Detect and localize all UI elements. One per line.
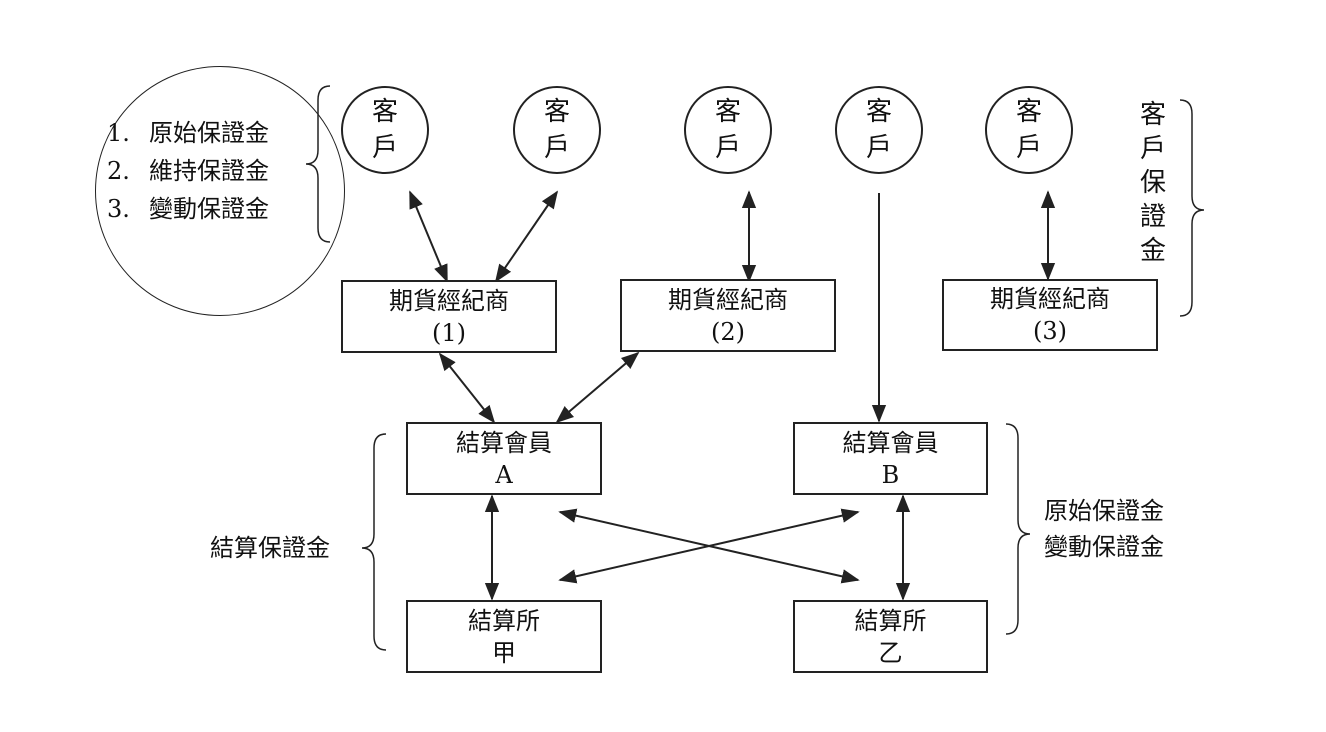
client-label: 戶 xyxy=(371,133,398,163)
broker-name: 期貨經紀商 xyxy=(990,285,1110,313)
brace-member-margin xyxy=(1005,423,1031,635)
clearing-house-jia: 結算所甲 xyxy=(406,600,602,673)
client-label: 客 xyxy=(371,97,398,127)
broker-box-2: 期貨經紀商 (2) xyxy=(620,279,836,352)
broker-name: 期貨經紀商 xyxy=(668,285,788,314)
client-margin-label: 客 戶 保 證 金 xyxy=(1138,98,1168,268)
client-label: 客 xyxy=(1015,97,1042,127)
house-name: 結算所 xyxy=(854,606,927,635)
brace-client-margin xyxy=(1179,99,1205,317)
client-node-3: 客戶 xyxy=(684,86,772,174)
clearing-house-yi: 結算所乙 xyxy=(793,600,988,673)
arrow-client1-broker1 xyxy=(409,190,448,283)
arrow-houseJia-memberB xyxy=(558,508,860,584)
house-id: 甲 xyxy=(492,638,516,667)
item-label: 維持保證金 xyxy=(149,157,269,185)
broker-id: (1) xyxy=(432,318,466,347)
member-name: 結算會員 xyxy=(456,428,552,457)
client-label: 客 xyxy=(543,97,570,127)
margin-types-list: 1. 原始保證金 2. 維持保證金 3. 變動保證金 xyxy=(107,114,269,228)
vchar: 戶 xyxy=(1139,134,1166,164)
clearing-member-B: 結算會員 B xyxy=(793,422,988,495)
margin-type-item: 3. 變動保證金 xyxy=(107,190,269,228)
vchar: 客 xyxy=(1139,100,1166,130)
broker-box-3: 期貨經紀商 (3) xyxy=(942,279,1158,351)
clearing-margin-label: 結算保證金 xyxy=(210,534,330,562)
house-name: 結算所 xyxy=(468,606,540,635)
vchar: 保 xyxy=(1139,168,1166,198)
member-id: A xyxy=(495,460,513,489)
arrow-broker1-memberA xyxy=(438,352,496,424)
member-margin-label-1: 原始保證金 xyxy=(1044,497,1164,525)
client-node-5: 客戶 xyxy=(985,86,1073,174)
arrow-client2-broker1 xyxy=(494,190,559,283)
member-margin-label-2: 變動保證金 xyxy=(1044,533,1164,561)
margin-type-item: 1. 原始保證金 xyxy=(107,114,269,152)
client-label: 戶 xyxy=(543,133,570,163)
item-number: 1. xyxy=(107,119,130,147)
clearing-member-A: 結算會員 A xyxy=(406,422,602,495)
client-node-1: 客戶 xyxy=(341,86,429,174)
vchar: 證 xyxy=(1139,202,1166,232)
arrow-broker2-memberA xyxy=(555,351,640,424)
member-name: 結算會員 xyxy=(842,428,939,457)
client-label: 客 xyxy=(714,97,741,127)
house-id: 乙 xyxy=(878,638,903,667)
client-label: 戶 xyxy=(714,133,741,163)
member-id: B xyxy=(881,460,900,489)
client-node-2: 客戶 xyxy=(513,86,601,174)
broker-id: (3) xyxy=(1033,317,1067,345)
margin-types-circle xyxy=(95,66,345,316)
item-number: 2. xyxy=(107,157,130,185)
vchar: 金 xyxy=(1139,236,1166,266)
client-label: 戶 xyxy=(1015,133,1042,163)
client-label: 戶 xyxy=(865,133,892,163)
broker-id: (2) xyxy=(711,317,745,346)
item-label: 原始保證金 xyxy=(149,119,269,147)
client-label: 客 xyxy=(865,97,892,127)
item-number: 3. xyxy=(107,195,130,223)
broker-name: 期貨經紀商 xyxy=(389,286,509,315)
client-node-4: 客戶 xyxy=(835,86,923,174)
margin-type-item: 2. 維持保證金 xyxy=(107,152,269,190)
item-label: 變動保證金 xyxy=(149,195,269,223)
broker-box-1: 期貨經紀商 (1) xyxy=(341,280,557,353)
brace-clearing-margin xyxy=(361,433,387,651)
